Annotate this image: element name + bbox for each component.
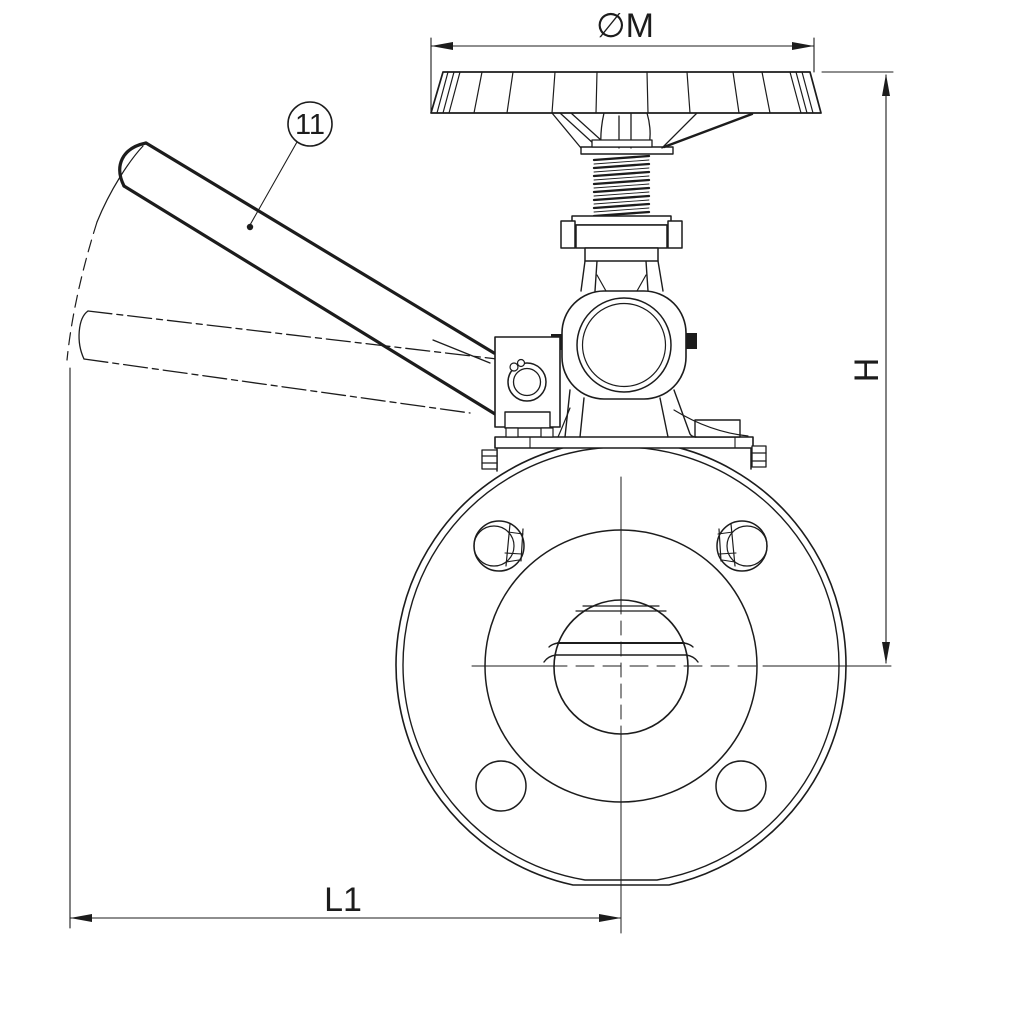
- handwheel-spokes: [436, 71, 814, 114]
- bolt-hole-bottom-right: [715, 760, 767, 812]
- centerlines: [471, 476, 892, 934]
- yoke-ring-outer: [561, 290, 687, 400]
- balloon-callout-11: 11: [246, 101, 333, 231]
- side-bolt-right: [751, 445, 767, 468]
- dim-diameter-label: ∅M: [596, 7, 654, 45]
- arrow-left: [70, 914, 92, 922]
- handwheel-hub: [551, 112, 754, 149]
- arrow-left: [431, 42, 453, 50]
- dim-height-label: H: [848, 358, 886, 383]
- snap-ring-lug-1: [509, 362, 519, 372]
- yoke-ring-eye-outer: [576, 297, 672, 393]
- arrow-up: [882, 74, 890, 96]
- clamp-foot-pad: [504, 411, 551, 429]
- swing-arc: [66, 145, 144, 361]
- callout-leader-line: [249, 141, 298, 226]
- spring-coils: [592, 154, 651, 218]
- callout-leader-dot: [246, 223, 254, 231]
- arrow-right: [792, 42, 814, 50]
- dim-diameter-m: ∅M: [430, 7, 815, 114]
- snap-ring-outer: [507, 362, 547, 402]
- yoke-foot-pad-right: [694, 419, 741, 438]
- snap-ring-lug-2: [516, 358, 526, 368]
- bolt-hole-top-left: [473, 520, 525, 572]
- callout-number: 11: [295, 109, 325, 141]
- gland-nut: [560, 215, 683, 262]
- yoke: [551, 260, 749, 438]
- bolt-hole-bottom-left: [475, 760, 527, 812]
- side-bolt-left: [481, 449, 498, 470]
- dim-height-h: H: [821, 71, 894, 664]
- yoke-ring-eye-inner: [581, 302, 667, 388]
- handwheel: [430, 71, 822, 149]
- arrow-down: [882, 642, 890, 664]
- stem-washer: [580, 146, 674, 155]
- snap-ring-inner: [512, 367, 542, 397]
- dim-length-l1: L1: [69, 367, 622, 929]
- handwheel-rim: [430, 71, 822, 114]
- lever-clamp-block: [494, 336, 561, 438]
- bolt-hole-top-right: [716, 520, 768, 572]
- lever-phantom-position: [78, 310, 498, 414]
- arrow-right: [599, 914, 621, 922]
- stem-spring: [580, 146, 674, 218]
- yoke-side-tab-right: [686, 333, 697, 349]
- dim-length-label: L1: [324, 881, 362, 919]
- lever-handle: [118, 141, 497, 416]
- callout-balloon-circle: [287, 101, 333, 147]
